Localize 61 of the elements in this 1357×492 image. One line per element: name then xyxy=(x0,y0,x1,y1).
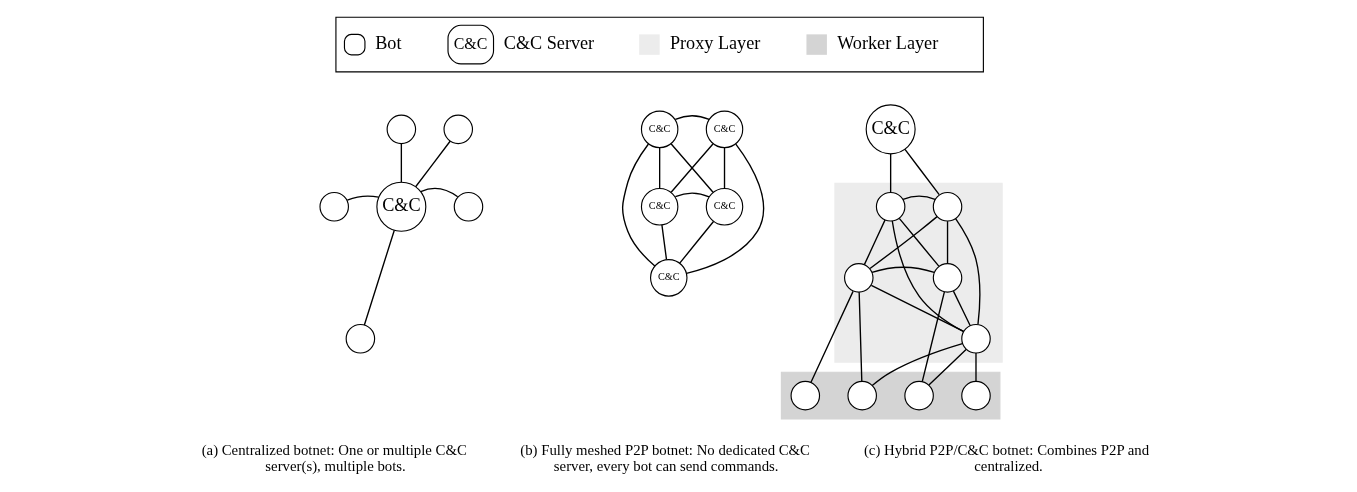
node-circle: C&C xyxy=(705,187,743,226)
connector xyxy=(921,291,945,383)
node-circle xyxy=(442,114,473,145)
node-circle xyxy=(875,191,905,222)
connector xyxy=(363,229,395,326)
connector xyxy=(678,220,714,264)
node-circle xyxy=(846,380,877,411)
connector xyxy=(658,147,660,189)
node-circle xyxy=(345,323,375,354)
node-circle xyxy=(318,191,349,222)
node-circle xyxy=(932,263,962,293)
connector xyxy=(901,195,936,201)
node-circle: C&C xyxy=(640,110,678,149)
connector xyxy=(946,220,948,265)
legend-label: Proxy Layer xyxy=(669,32,760,53)
legend-label: Bot xyxy=(374,32,401,53)
connector xyxy=(419,187,458,198)
label: C&C xyxy=(453,34,487,52)
node-circle xyxy=(790,380,820,411)
label: (a) Centralized botnet: One or multiple C&C server(s), multiple bots. xyxy=(201,441,467,474)
node-circle xyxy=(960,323,991,354)
connector xyxy=(863,219,886,266)
connector xyxy=(868,215,938,270)
connector xyxy=(346,195,379,201)
legend-label: Worker Layer xyxy=(836,32,938,53)
node-circle: C&C xyxy=(649,259,688,297)
connector xyxy=(723,147,725,189)
connector xyxy=(952,290,971,327)
connector xyxy=(685,143,764,275)
cluster xyxy=(833,182,1003,363)
node-circle xyxy=(453,191,483,222)
node-circle xyxy=(843,263,874,293)
connector xyxy=(898,217,939,267)
connector xyxy=(400,143,402,183)
node-circle xyxy=(386,114,416,145)
node-circle: C&C xyxy=(705,110,743,149)
label: (b) Fully meshed P2P botnet: No dedicated C&C server, every bot can send commands. xyxy=(519,441,810,474)
cluster xyxy=(780,371,1000,420)
connector xyxy=(414,140,451,188)
connector xyxy=(809,290,854,383)
connector xyxy=(870,284,964,333)
node-circle xyxy=(932,191,962,222)
connector xyxy=(621,143,656,267)
node-circle: C&C xyxy=(640,187,678,226)
connector xyxy=(674,115,710,121)
label: (c) Hybrid P2P/C&C botnet: Combines P2P and centralized. xyxy=(863,441,1149,474)
legend-label: C&C Server xyxy=(503,32,594,53)
connector xyxy=(870,266,935,274)
connector xyxy=(927,348,967,386)
connector xyxy=(954,218,980,325)
node-circle xyxy=(903,380,934,411)
connector xyxy=(974,352,977,383)
node-circle xyxy=(960,380,991,411)
connector xyxy=(889,153,891,193)
connector xyxy=(871,342,963,387)
connector xyxy=(903,148,940,196)
connector xyxy=(660,224,667,261)
connector xyxy=(858,291,862,383)
node-circle: C&C xyxy=(375,181,426,232)
node-circle: C&C xyxy=(865,104,916,155)
connector xyxy=(674,192,710,198)
